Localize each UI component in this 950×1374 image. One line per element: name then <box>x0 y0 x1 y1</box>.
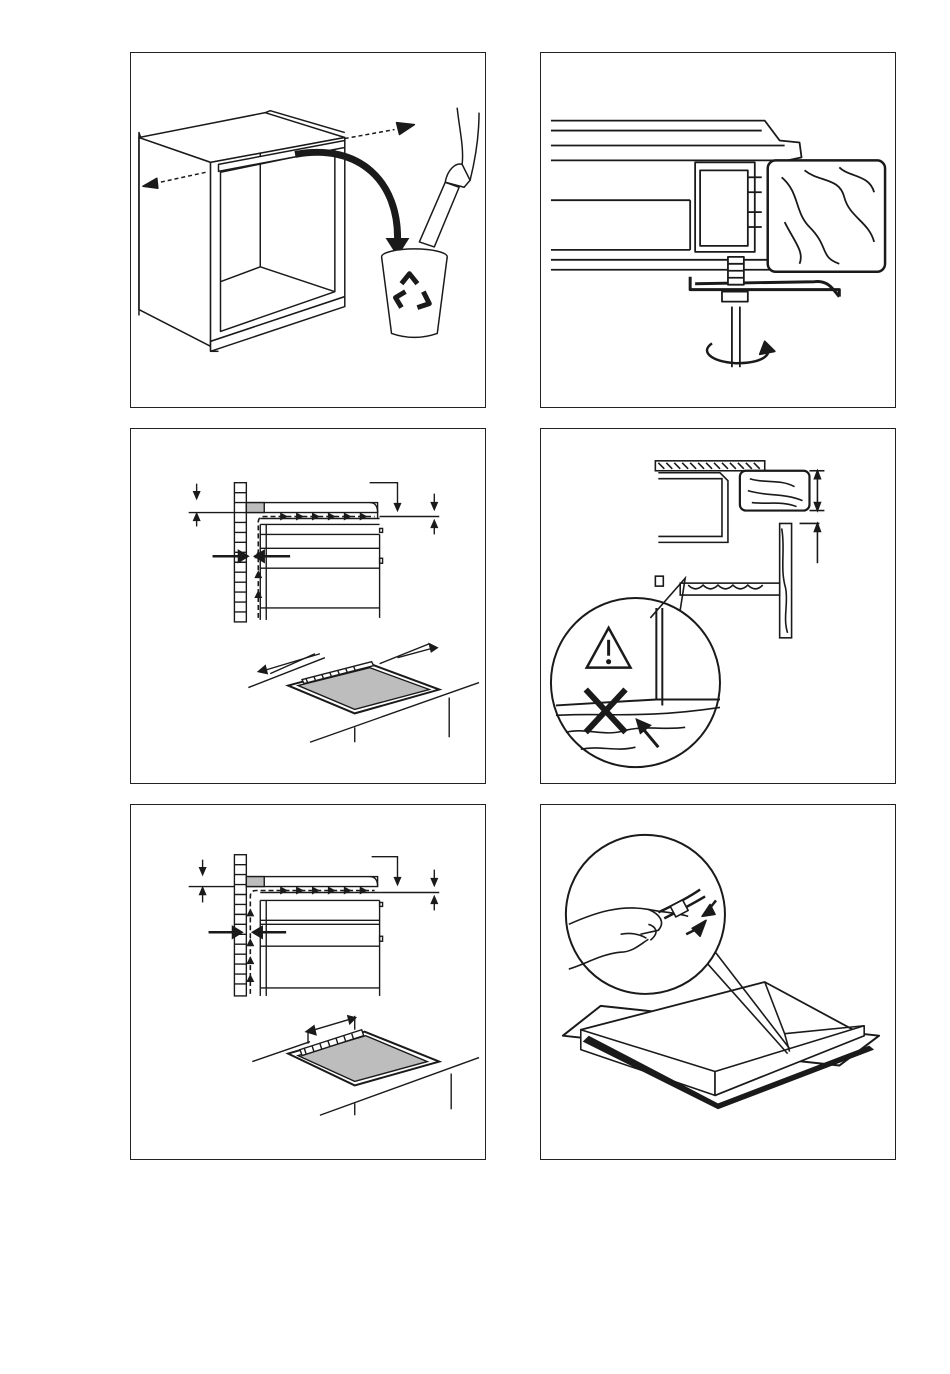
cabinet-removal-illustration <box>131 53 485 407</box>
panel-airflow-drawer <box>130 804 486 1160</box>
panel-seal-strip <box>540 804 896 1160</box>
hob-edge <box>551 121 802 270</box>
cabinet <box>139 111 345 352</box>
wood-worktop <box>768 160 885 271</box>
airflow-drawer-illustration <box>131 805 485 1159</box>
airflow-oven-illustration <box>131 429 485 783</box>
hob-plate <box>563 982 879 1109</box>
magnifier-bubble <box>566 835 725 994</box>
cutout-view <box>248 644 479 742</box>
cutout-view <box>252 1016 479 1115</box>
warning-gap-illustration <box>541 429 895 783</box>
worktop <box>246 503 382 620</box>
magnifier-bubble <box>551 578 720 767</box>
panel-clamp-fixing <box>540 52 896 408</box>
worktop <box>246 877 382 996</box>
panel-cabinet-removal <box>130 52 486 408</box>
panel-airflow-oven <box>130 428 486 784</box>
wall <box>234 855 246 996</box>
rotate-arrow-icon <box>707 341 775 363</box>
airflow-arrow-icon <box>250 891 374 994</box>
hand <box>419 108 479 247</box>
seal-strip-illustration <box>541 805 895 1159</box>
dimension-arrows <box>189 857 440 939</box>
recycle-bin-icon <box>382 249 448 337</box>
panel-warning-gap <box>540 428 896 784</box>
screwdriver <box>732 307 740 368</box>
dimension-arrows <box>189 483 440 563</box>
clamp-fixing-illustration <box>541 53 895 407</box>
airflow-arrow-icon <box>258 517 374 618</box>
